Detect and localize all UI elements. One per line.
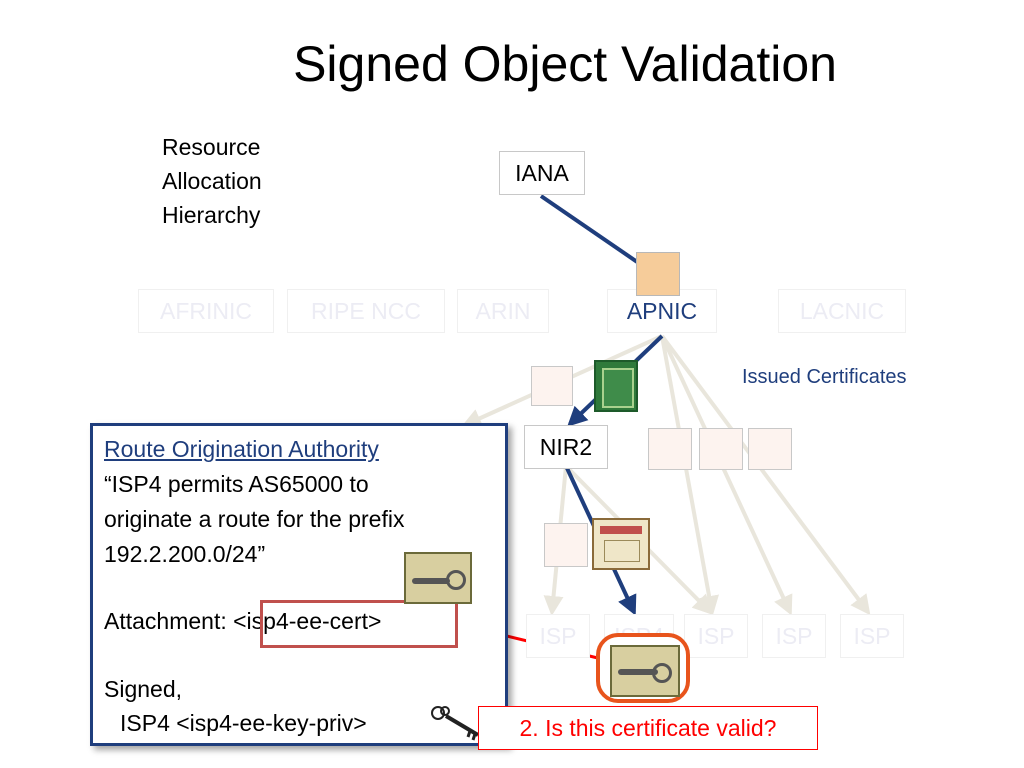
roa-attachment: Attachment: <isp4-ee-cert>	[104, 608, 381, 635]
certificate-icon	[610, 645, 680, 697]
roa-quote-line: 192.2.200.0/24”	[104, 541, 266, 567]
issued-certificate-icon	[699, 428, 743, 470]
node-arin: ARIN	[457, 289, 549, 333]
roa-signed: Signed,	[104, 676, 183, 702]
certificate-icon	[404, 552, 472, 604]
hierarchy-label-line: Hierarchy	[162, 202, 261, 228]
roa-attachment-label: Attachment:	[104, 608, 234, 634]
roa-quote-line: originate a route for the prefix	[104, 506, 405, 532]
issued-certificate-icon	[531, 366, 573, 406]
slide-title: Signed Object Validation	[293, 36, 837, 92]
certificate-icon	[594, 360, 638, 412]
roa-signer: ISP4 <isp4-ee-key-priv>	[120, 710, 367, 736]
highlighted-ee-certificate	[596, 633, 690, 703]
apnic-certificate-icon	[636, 252, 680, 296]
roa-heading-text: Route Origination Authority	[104, 436, 379, 462]
node-iana: IANA	[499, 151, 585, 195]
issued-certificate-icon	[648, 428, 692, 470]
hierarchy-label: Resource Allocation Hierarchy	[162, 130, 262, 232]
validation-question: 2. Is this certificate valid?	[478, 706, 818, 750]
hierarchy-label-line: Resource	[162, 134, 261, 160]
roa-heading: Route Origination Authority	[104, 436, 379, 463]
node-isp: ISP	[526, 614, 590, 658]
hierarchy-label-line: Allocation	[162, 168, 262, 194]
node-isp: ISP	[684, 614, 748, 658]
node-nir2: NIR2	[524, 425, 608, 469]
certificate-icon	[592, 518, 650, 570]
roa-quote-line: “ISP4 permits AS65000 to	[104, 471, 369, 497]
issued-certificate-icon	[748, 428, 792, 470]
node-isp: ISP	[840, 614, 904, 658]
node-afrinic: AFRINIC	[138, 289, 274, 333]
roa-attachment-value: <isp4-ee-cert>	[233, 608, 382, 634]
issued-certificates-label: Issued Certificates	[742, 366, 907, 388]
issued-certificate-icon	[544, 523, 588, 567]
node-ripe-ncc: RIPE NCC	[287, 289, 445, 333]
attachment-highlight-box	[260, 600, 458, 648]
node-isp: ISP	[762, 614, 826, 658]
node-lacnic: LACNIC	[778, 289, 906, 333]
